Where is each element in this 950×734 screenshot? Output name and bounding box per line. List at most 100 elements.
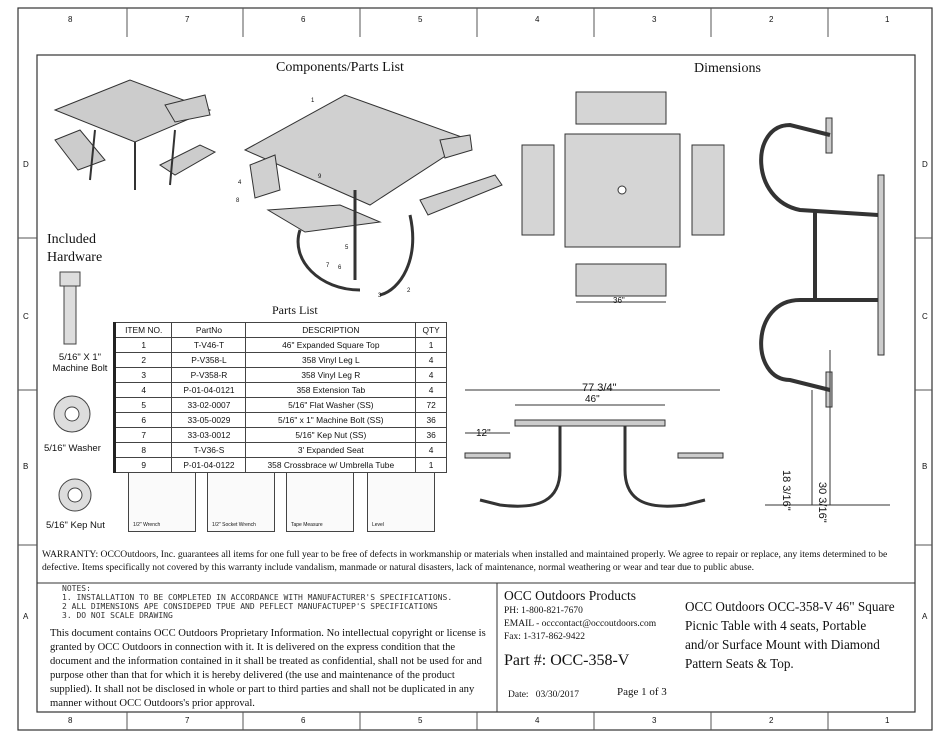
- column-label: 8: [68, 15, 73, 24]
- table-cell: 5/16" Flat Washer (SS): [245, 397, 417, 413]
- column-header: PartNo: [171, 322, 247, 338]
- dimension-overall-width: 77 3/4": [582, 382, 617, 394]
- column-label: 5: [418, 15, 423, 24]
- column-label: 8: [68, 716, 73, 725]
- column-label: 5: [418, 716, 423, 725]
- note-item: 1. INSTALLATION TO BE COMPLETED IN ACCOR…: [62, 593, 453, 602]
- table-cell: 8: [113, 442, 173, 458]
- tool-label: Level: [372, 522, 384, 528]
- table-cell: 5/16" x 1" Machine Bolt (SS): [245, 412, 417, 428]
- row-label: D: [23, 160, 29, 169]
- table-cell: 358 Crossbrace w/ Umbrella Tube: [245, 457, 417, 473]
- column-label: 4: [535, 716, 540, 725]
- warranty-text: WARRANTY: OCCOutdoors, Inc. guarantees a…: [42, 549, 888, 573]
- column-label: 7: [185, 15, 190, 24]
- table-cell: 5: [113, 397, 173, 413]
- date-field: Date: 03/30/2017: [508, 690, 579, 700]
- row-label: A: [23, 612, 29, 621]
- column-header: DESCRIPTION: [245, 322, 417, 338]
- table-cell: 33-02-0007: [171, 397, 247, 413]
- zone-ticks: [18, 8, 932, 730]
- table-cell: P-01-04-0122: [171, 457, 247, 473]
- table-header-row: ITEM NO. PartNo DESCRIPTION QTY: [113, 322, 447, 338]
- table-cell: 358 Vinyl Leg L: [245, 352, 417, 368]
- page-number: Page 1 of 3: [617, 686, 667, 698]
- proprietary-notice: This document contains OCC Outdoors Prop…: [50, 628, 486, 709]
- washer-label: 5/16" Washer: [44, 443, 101, 454]
- tool-wrench: 1/2" Wrench: [128, 472, 196, 532]
- table-cell: 4: [415, 382, 447, 398]
- tool-tape-measure: Tape Measure: [286, 472, 354, 532]
- date-value: 03/30/2017: [535, 690, 579, 700]
- column-label: 3: [652, 716, 657, 725]
- row-label: B: [23, 462, 29, 471]
- table-cell: P-V358-R: [171, 367, 247, 383]
- dimension-top-width: 46": [585, 394, 600, 405]
- row-label: A: [922, 612, 928, 621]
- table-cell: 36: [415, 427, 447, 443]
- hardware-heading: Included Hardware: [47, 232, 103, 265]
- dimension-seat-width: 36": [613, 296, 625, 305]
- row-label: D: [922, 160, 928, 169]
- dimension-seat-height: 18 3/16": [780, 470, 792, 511]
- row-label: C: [922, 312, 928, 321]
- parts-list-heading: Parts List: [272, 303, 318, 317]
- machine-bolt-drawing: [59, 271, 81, 345]
- tool-label: Tape Measure: [291, 522, 323, 528]
- notes-heading: NOTES:: [62, 584, 91, 593]
- callout: 8: [236, 198, 240, 204]
- table-cell: 36: [415, 412, 447, 428]
- machine-bolt-label: 5/16" X 1" Machine Bolt: [52, 352, 108, 374]
- column-label: 3: [652, 15, 657, 24]
- kep-nut-label: 5/16" Kep Nut: [46, 520, 105, 531]
- company-phone: PH: 1-800-821-7670: [504, 606, 583, 616]
- column-header: QTY: [415, 322, 447, 338]
- dimension-table-height: 30 3/16": [816, 482, 828, 523]
- table-cell: 1: [113, 337, 173, 353]
- note-item: 2 ALL DIMENSIONS APE CONSIDEPED TPUE AND…: [62, 602, 438, 611]
- column-header: ITEM NO.: [113, 322, 173, 338]
- date-label: Date:: [508, 690, 529, 700]
- table-cell: 72: [415, 397, 447, 413]
- notes: NOTES: 1. INSTALLATION TO BE COMPLETED I…: [62, 584, 452, 620]
- table-cell: 4: [415, 352, 447, 368]
- company-fax: Fax: 1-317-862-9422: [504, 632, 586, 642]
- column-label: 4: [535, 15, 540, 24]
- callout: 5: [345, 245, 349, 251]
- table-cell: P-01-04-0121: [171, 382, 247, 398]
- table-cell: 46" Expanded Square Top: [245, 337, 417, 353]
- table-cell: 5/16" Kep Nut (SS): [245, 427, 417, 443]
- washer-drawing: [53, 395, 91, 433]
- note-item: 3. DO NOI SCALE DRAWING: [62, 611, 173, 620]
- row-label: B: [922, 462, 928, 471]
- table-cell: 33-05-0029: [171, 412, 247, 428]
- row-label: C: [23, 312, 29, 321]
- side-view: [759, 117, 890, 506]
- callout: 2: [407, 288, 411, 294]
- table-cell: 1: [415, 457, 447, 473]
- callout: 4: [238, 180, 242, 186]
- outer-border: [17, 7, 933, 731]
- components-heading: Components/Parts List: [276, 60, 404, 75]
- company-name: OCC Outdoors Products: [504, 588, 637, 603]
- table-cell: 2: [113, 352, 173, 368]
- table-cell: 3: [113, 367, 173, 383]
- table-cell: T-V36-S: [171, 442, 247, 458]
- callout: 1: [311, 98, 315, 104]
- table-cell: 4: [113, 382, 173, 398]
- table-cell: 7: [113, 427, 173, 443]
- part-number: Part #: OCC-358-V: [504, 652, 630, 669]
- tool-socket-wrench: 1/2" Socket Wrench: [207, 472, 275, 532]
- column-label: 1: [885, 15, 890, 24]
- tool-label: 1/2" Wrench: [133, 522, 161, 528]
- tool-level: Level: [367, 472, 435, 532]
- table-cell: 4: [415, 367, 447, 383]
